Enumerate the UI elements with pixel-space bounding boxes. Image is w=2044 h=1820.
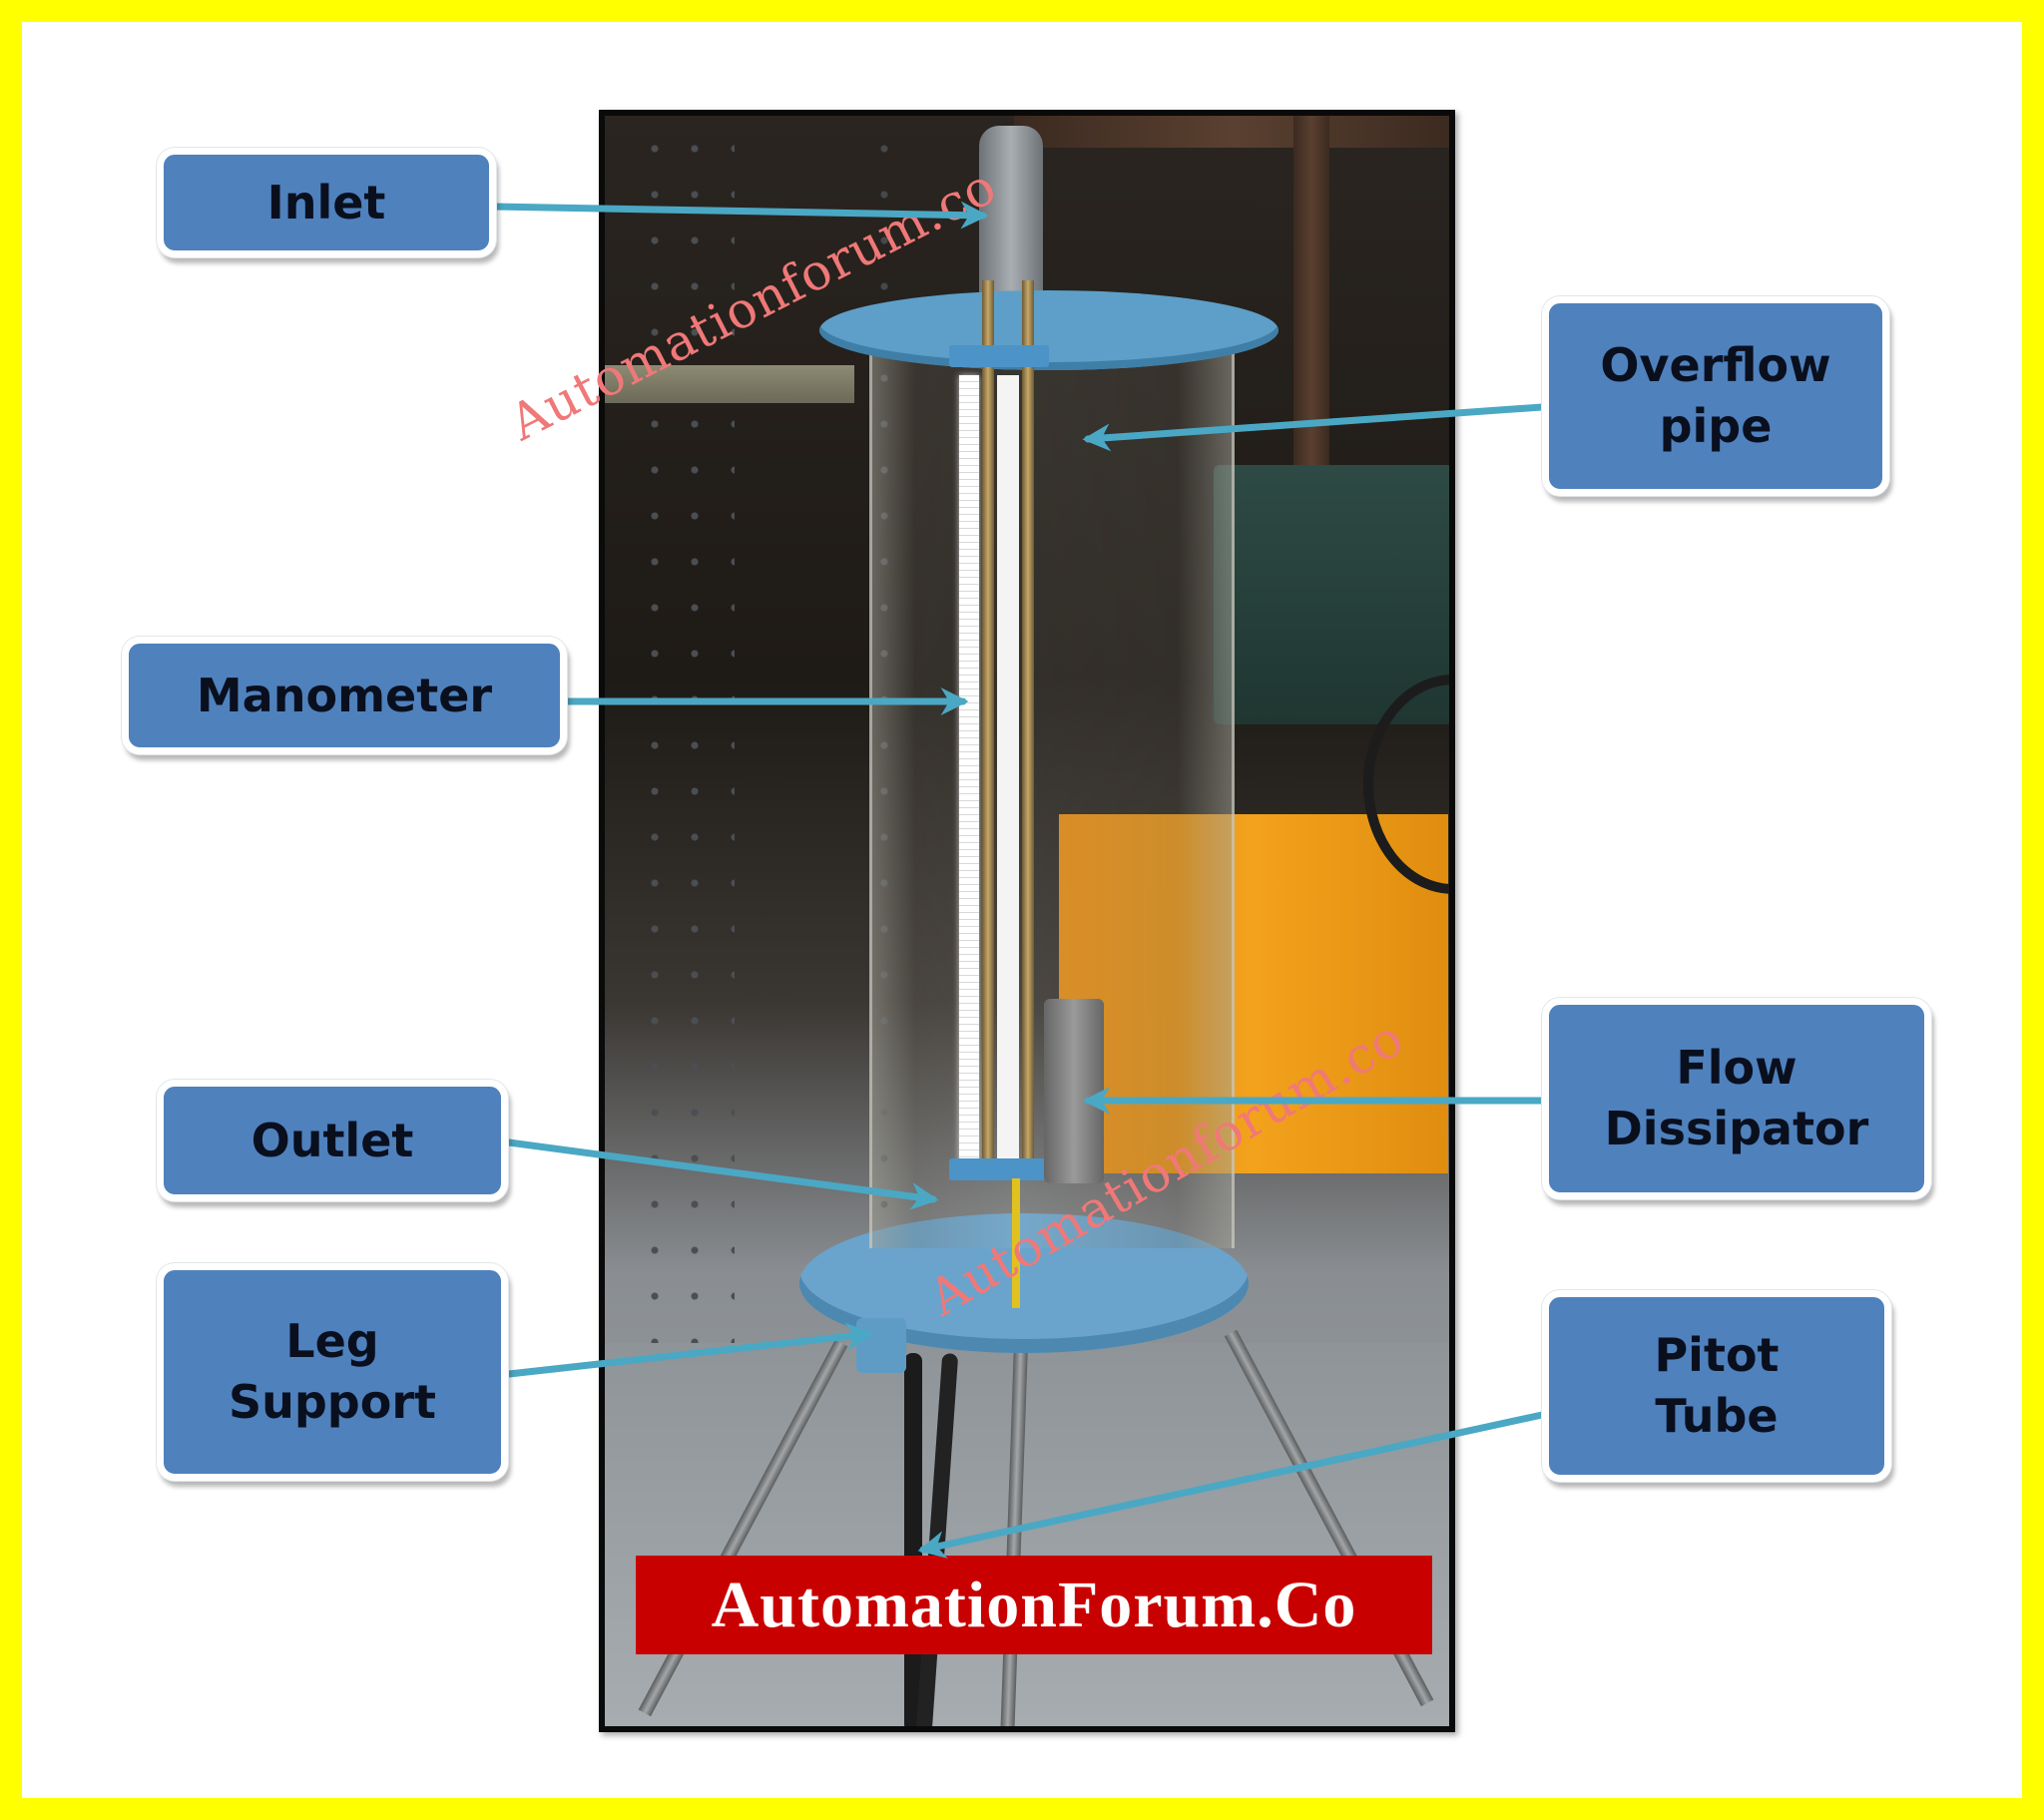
leg-support-socket	[856, 1318, 906, 1373]
shelf-post-left	[625, 116, 735, 1343]
label-outlet: Outlet	[157, 1080, 508, 1201]
label-outlet-text: Outlet	[251, 1113, 414, 1167]
label-inlet: Inlet	[157, 148, 496, 257]
manometer-backing	[997, 375, 1019, 1168]
label-flow-dissipator-line2: Dissipator	[1604, 1102, 1869, 1155]
manometer-scale	[959, 375, 979, 1173]
label-manometer: Manometer	[122, 637, 567, 754]
label-leg-support: Leg Support	[157, 1263, 508, 1481]
top-flange	[819, 290, 1278, 370]
label-manometer-text: Manometer	[196, 668, 493, 722]
yellow-tube	[1012, 1178, 1020, 1308]
label-flow-dissipator-line1: Flow	[1676, 1041, 1797, 1096]
label-overflow-pipe-line1: Overflow	[1600, 338, 1831, 393]
label-overflow-pipe-line2: pipe	[1659, 399, 1773, 453]
brand-banner: AutomationForum.Co	[636, 1556, 1432, 1654]
manometer-clamp-bottom	[949, 1158, 1049, 1180]
manometer-tube	[982, 280, 994, 1168]
apparatus-photo	[599, 110, 1455, 1732]
manometer-clamp-top	[949, 345, 1049, 367]
flow-dissipator-part	[1044, 999, 1104, 1183]
label-overflow-pipe: Overflow pipe	[1542, 296, 1889, 496]
wood-frame-top	[1014, 116, 1449, 148]
label-leg-support-line1: Leg	[285, 1314, 379, 1369]
label-leg-support-line2: Support	[228, 1375, 436, 1429]
label-inlet-text: Inlet	[266, 175, 386, 229]
label-pitot-tube-line2: Tube	[1655, 1389, 1779, 1443]
label-pitot-tube-line1: Pitot	[1654, 1328, 1780, 1383]
label-flow-dissipator: Flow Dissipator	[1542, 998, 1931, 1199]
wood-frame-post	[1293, 116, 1329, 475]
green-panel	[1214, 465, 1449, 724]
shelf-plank	[605, 365, 854, 403]
manometer-tube	[1022, 280, 1034, 1168]
label-pitot-tube: Pitot Tube	[1542, 1290, 1891, 1482]
